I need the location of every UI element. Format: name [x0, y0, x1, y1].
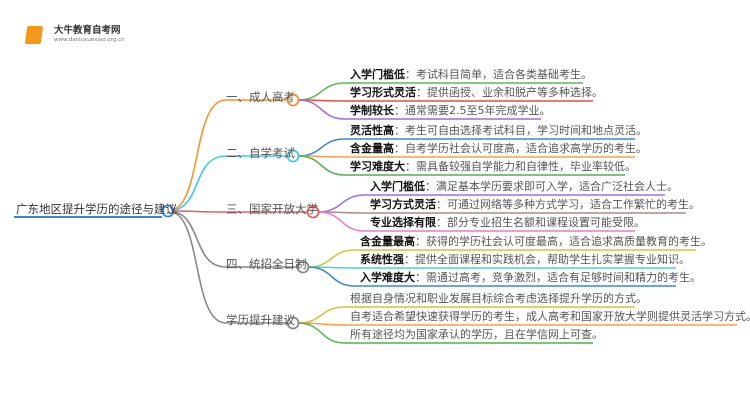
logo: 大牛教育自考网 www.daniuxuexiao.org.cn	[18, 18, 128, 48]
leaf-text: ：获得的学历社会认可度最高，适合追求高质量教育的考生。	[415, 235, 712, 248]
leaf-connector	[297, 99, 593, 102]
leaf-key: 含金量高	[350, 142, 394, 155]
leaf-key: 学制较长	[350, 104, 394, 117]
root-toggle[interactable]	[161, 204, 175, 218]
leaf-node[interactable]: 学习方式灵活：可通过网络等多种方式学习，适合工作繁忙的考生。	[370, 198, 700, 212]
leaf-key: 入学门槛低	[370, 180, 425, 193]
branch-label[interactable]: 四、统招全日制	[226, 257, 307, 271]
leaf-text: ：部分专业招生名额和课程设置可能受限。	[436, 216, 645, 229]
leaf-node[interactable]: 学制较长：通常需要2.5至5年完成学业。	[350, 104, 551, 118]
branch-label[interactable]: 学历提升建议	[226, 313, 295, 327]
leaf-node[interactable]: 根据自身情况和职业发展目标综合考虑选择提升学历的方式。	[350, 292, 647, 306]
branch-connector	[167, 155, 293, 212]
leaf-key: 学习难度大	[350, 160, 405, 173]
leaf-text: 自考适合希望快速获得学历的考生，成人高考和国家开放大学则提供灵活学习方式。	[350, 310, 750, 323]
leaf-text: ：需通过高考，竞争激烈，适合有足够时间和精力的考生。	[415, 271, 701, 284]
leaf-key: 灵活性高	[350, 124, 394, 137]
leaf-node[interactable]: 学习形式灵活：提供函授、业余和脱产等多种选择。	[350, 86, 603, 100]
leaf-text: 所有途径均为国家承认的学历，且在学信网上可查。	[350, 328, 603, 341]
leaf-connector	[297, 155, 625, 176]
leaf-node[interactable]: 系统性强：提供全面课程和实践机会，帮助学生扎实掌握专业知识。	[360, 253, 690, 267]
branch-toggle[interactable]	[286, 316, 300, 330]
leaf-node[interactable]: 灵活性高：考生可自由选择考试科目，学习时间和地点灵活。	[350, 124, 647, 138]
branch-connector	[167, 210, 293, 324]
leaf-text: ：需具备较强自学能力和自律性，毕业率较低。	[405, 160, 636, 173]
leaf-key: 入学门槛低	[350, 68, 405, 81]
leaf-key: 系统性强	[360, 253, 404, 266]
branch-toggle[interactable]	[296, 260, 310, 274]
branch-label[interactable]: 二、自学考试	[226, 146, 295, 160]
branch-connector	[167, 210, 313, 213]
leaf-node[interactable]: 学习难度大：需具备较强自学能力和自律性，毕业率较低。	[350, 160, 636, 174]
leaf-key: 含金量最高	[360, 235, 415, 248]
leaf-node[interactable]: 所有途径均为国家承认的学历，且在学信网上可查。	[350, 328, 603, 342]
leaf-node[interactable]: 入学难度大：需通过高考，竞争激烈，适合有足够时间和精力的考生。	[360, 271, 701, 285]
leaf-key: 学习形式灵活	[350, 86, 416, 99]
branch-toggle[interactable]	[306, 205, 320, 219]
leaf-text: ：提供全面课程和实践机会，帮助学生扎实掌握专业知识。	[404, 253, 690, 266]
branch-toggle[interactable]	[286, 149, 300, 163]
leaf-node[interactable]: 含金量最高：获得的学历社会认可度最高，适合追求高质量教育的考生。	[360, 235, 712, 249]
leaf-text: ：可通过网络等多种方式学习，适合工作繁忙的考生。	[436, 198, 700, 211]
root-node[interactable]: 广东地区提升学历的途径与建议	[16, 202, 177, 216]
leaf-text: ：满足基本学历要求即可入学，适合广泛社会人士。	[425, 180, 678, 193]
leaf-node[interactable]: 专业选择有限：部分专业招生名额和课程设置可能受限。	[370, 216, 645, 230]
branch-connector	[167, 99, 293, 212]
leaf-connector	[307, 266, 676, 287]
logo-url: www.daniuxuexiao.org.cn	[54, 37, 125, 43]
leaf-connector	[317, 211, 686, 214]
branch-toggle[interactable]	[286, 93, 300, 107]
leaf-text: ：提供函授、业余和脱产等多种选择。	[416, 86, 603, 99]
leaf-node[interactable]: 入学门槛低：考试科目简单，适合各类基础考生。	[350, 68, 592, 82]
leaf-key: 入学难度大	[360, 271, 415, 284]
leaf-connector	[297, 99, 541, 120]
leaf-key: 专业选择有限	[370, 216, 436, 229]
leaf-key: 学习方式灵活	[370, 198, 436, 211]
leaf-text: ：考生可自由选择考试科目，学习时间和地点灵活。	[394, 124, 647, 137]
leaf-node[interactable]: 含金量高：自考学历社会认可度高，适合追求高学历的考生。	[350, 142, 647, 156]
logo-name: 大牛教育自考网	[54, 25, 121, 36]
branch-label[interactable]: 一、成人高考	[226, 90, 295, 104]
leaf-connector	[317, 211, 635, 232]
branch-label[interactable]: 三、国家开放大学	[226, 202, 318, 216]
leaf-text: 根据自身情况和职业发展目标综合考虑选择提升学历的方式。	[350, 292, 647, 305]
leaf-text: ：自考学历社会认可度高，适合追求高学历的考生。	[394, 142, 647, 155]
branch-connector	[167, 210, 303, 268]
leaf-text: ：通常需要2.5至5年完成学业。	[394, 104, 551, 117]
leaf-connector	[297, 155, 635, 158]
leaf-connector	[297, 322, 593, 344]
leaf-connector	[307, 266, 676, 269]
leaf-text: ：考试科目简单，适合各类基础考生。	[405, 68, 592, 81]
leaf-node[interactable]: 自考适合希望快速获得学历的考生，成人高考和国家开放大学则提供灵活学习方式。	[350, 310, 750, 324]
leaf-node[interactable]: 入学门槛低：满足基本学历要求即可入学，适合广泛社会人士。	[370, 180, 678, 194]
